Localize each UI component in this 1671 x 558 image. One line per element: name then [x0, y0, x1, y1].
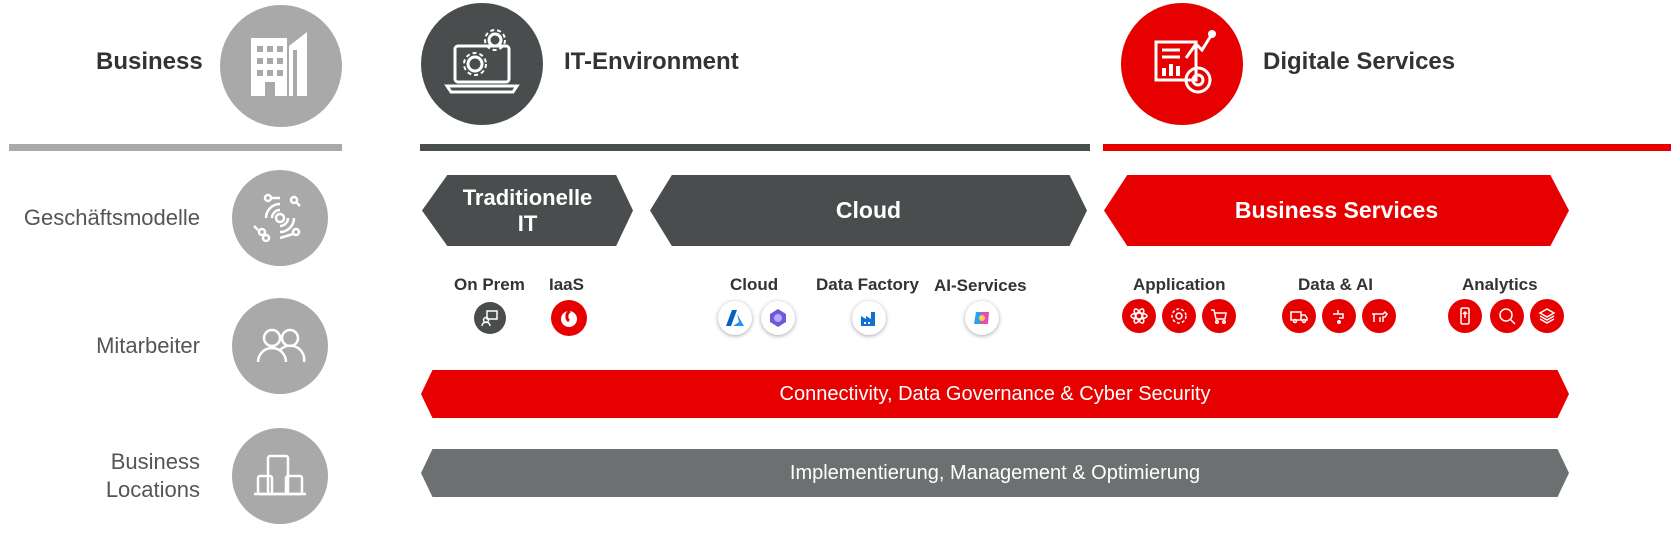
azure-logo-icon: [718, 301, 752, 335]
chevron-cloud: Cloud: [650, 175, 1087, 246]
sublabel-ai-services: AI-Services: [934, 276, 1027, 295]
chevron-cloud-label: Cloud: [835, 197, 902, 223]
delivery-truck-icon: [1282, 299, 1316, 333]
data-factory-icon: [852, 301, 886, 335]
binary-search-icon: [1490, 299, 1524, 333]
chevron-business-services-label: Business Services: [1234, 197, 1439, 223]
chevron-traditional-it: Traditionelle IT: [422, 175, 633, 246]
business-column-title: Business: [96, 48, 203, 75]
connectivity-band: Connectivity, Data Governance & Cyber Se…: [421, 370, 1569, 418]
atom-icon: [1122, 299, 1156, 333]
sublabel-iaas: IaaS: [549, 275, 584, 294]
network-nodes-icon: [232, 170, 328, 266]
implementation-band: Implementierung, Management & Optimierun…: [421, 449, 1569, 497]
row-label-business-locations: Business Locations: [0, 448, 200, 504]
row-label-mitarbeiter: Mitarbeiter: [96, 333, 200, 358]
chevron-traditional-it-line2: IT: [517, 210, 538, 236]
connectivity-band-label: Connectivity, Data Governance & Cyber Se…: [779, 382, 1211, 405]
sublabel-data-ai: Data & AI: [1298, 275, 1373, 294]
row-label-locations-line1: Business: [110, 449, 200, 474]
dashboard-analytics-icon: [1121, 3, 1243, 125]
sublabel-application: Application: [1133, 275, 1226, 294]
shopping-cart-icon: [1202, 299, 1236, 333]
laptop-gear-icon: [421, 3, 543, 125]
buildings-outline-icon: [232, 428, 328, 524]
sublabel-on-prem: On Prem: [454, 275, 525, 294]
row-label-geschaeftsmodelle: Geschäftsmodelle: [23, 205, 200, 230]
server-user-icon: [474, 302, 506, 334]
row-label-locations-line2: Locations: [105, 477, 200, 502]
digital-services-column-title: Digitale Services: [1263, 48, 1456, 75]
building-icon: [220, 5, 342, 127]
sublabel-cloud: Cloud: [730, 275, 779, 294]
chevron-business-services: Business Services: [1104, 175, 1569, 246]
digital-services-divider: [1103, 144, 1671, 151]
gear-icon: [1162, 299, 1196, 333]
sublabel-data-factory: Data Factory: [816, 275, 919, 294]
it-environment-column-title: IT-Environment: [564, 48, 739, 75]
sublabel-analytics: Analytics: [1462, 275, 1538, 294]
chevron-traditional-it-line1: Traditionelle: [462, 184, 593, 210]
water-tap-icon: [1322, 299, 1356, 333]
smartphone-icon: [1448, 299, 1482, 333]
cube-layers-icon: [1530, 299, 1564, 333]
vodafone-logo-icon: [551, 300, 587, 336]
it-environment-divider: [420, 144, 1090, 151]
implementation-band-label: Implementierung, Management & Optimierun…: [789, 461, 1201, 484]
livestock-icon: [1362, 299, 1396, 333]
ai-copilot-icon: [965, 301, 999, 335]
people-icon: [232, 298, 328, 394]
copilot-logo-icon: [761, 301, 795, 335]
business-divider: [9, 144, 342, 151]
